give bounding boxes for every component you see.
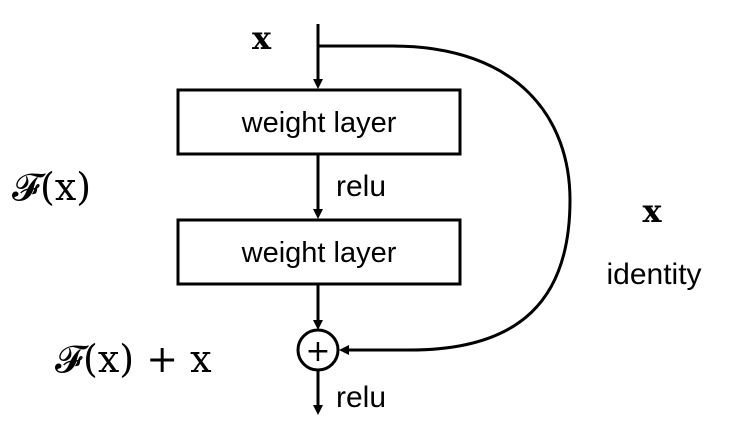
input-x-label: x (252, 19, 272, 57)
sum-output-label: 𝓕(x) + x (55, 337, 212, 381)
identity-shortcut-arrow (318, 44, 572, 355)
weight-layer-1-label: weight layer (241, 107, 397, 139)
relu-out-label: relu (336, 381, 386, 414)
identity-label: identity (606, 258, 701, 291)
weight-layer-2 (176, 218, 462, 286)
shortcut-x-label: x (642, 192, 662, 230)
weight-layer-2-label: weight layer (241, 237, 397, 269)
relu-mid-label: relu (336, 170, 386, 203)
residual-function-label: 𝓕(x) (12, 165, 91, 209)
sum-plus-icon: + (305, 334, 330, 369)
weight-layer-1 (176, 88, 462, 156)
